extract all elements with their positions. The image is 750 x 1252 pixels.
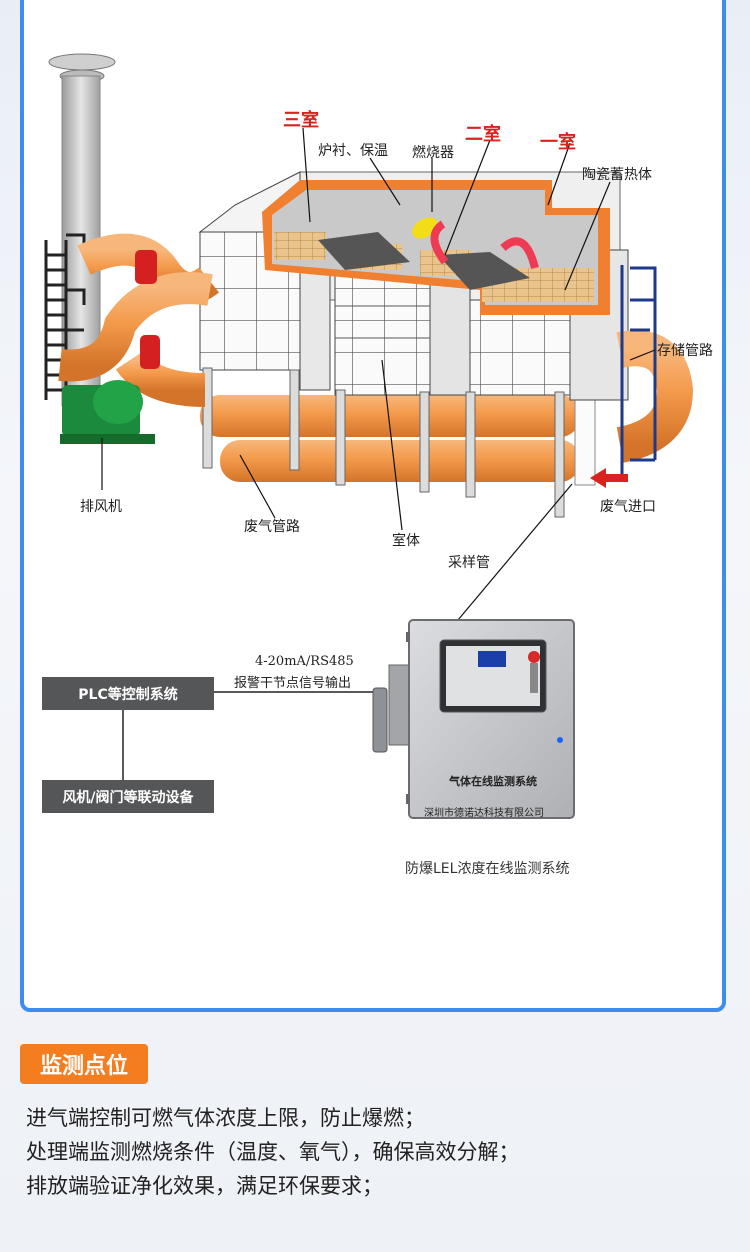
label-inlet: 废气进口 (600, 499, 656, 515)
list-item: 进气端控制可燃气体浓度上限，防止爆燃； (26, 1106, 425, 1130)
cabinet-title: 气体在线监测系统 (449, 775, 537, 788)
monitoring-points-list: 进气端控制可燃气体浓度上限，防止爆燃； 处理端监测燃烧条件（温度、氧气），确保高… (26, 1101, 520, 1203)
plc-system-box: PLC等控制系统 (42, 677, 214, 710)
label-waste-pipe: 废气管路 (244, 519, 300, 535)
linkage-device-box: 风机/阀门等联动设备 (42, 780, 214, 813)
label-chamber-body: 室体 (392, 533, 420, 549)
support-legs (202, 367, 565, 518)
exhaust-fan (60, 380, 155, 444)
rto-diagram (44, 53, 694, 819)
signal-label-1: 4-20mA/RS485 (255, 654, 354, 669)
support-frame (620, 265, 657, 480)
monitor-cabinet (372, 619, 575, 819)
label-ceramic: 陶瓷蓄热体 (582, 167, 652, 183)
inlet-arrow (590, 468, 628, 488)
label-burner: 燃烧器 (412, 145, 454, 161)
list-item: 处理端监测燃烧条件（温度、氧气），确保高效分解； (26, 1140, 520, 1164)
pipes-lower (200, 389, 596, 486)
label-sampling-pipe: 采样管 (448, 555, 490, 571)
fan-dampers (135, 250, 160, 369)
leader-lines (101, 127, 656, 621)
label-chamber-3: 三室 (283, 110, 319, 131)
cabinet-company: 深圳市德诺达科技有限公司 (424, 808, 544, 819)
pipes-upper (58, 233, 694, 463)
label-storage-pipe: 存储管路 (657, 343, 713, 359)
signal-lines (122, 691, 373, 780)
label-fan: 排风机 (80, 499, 122, 515)
label-chamber-2: 二室 (465, 124, 501, 145)
cutaway-interior (262, 180, 610, 315)
label-chamber-1: 一室 (540, 132, 576, 153)
diagram-panel (20, 0, 726, 1012)
monitoring-points-tag: 监测点位 (20, 1044, 148, 1084)
signal-label-2: 报警干节点信号输出 (234, 676, 352, 691)
label-lining: 炉衬、保温 (318, 143, 388, 159)
system-caption: 防爆LEL浓度在线监测系统 (405, 861, 570, 877)
list-item: 排放端验证净化效果，满足环保要求； (26, 1174, 383, 1198)
